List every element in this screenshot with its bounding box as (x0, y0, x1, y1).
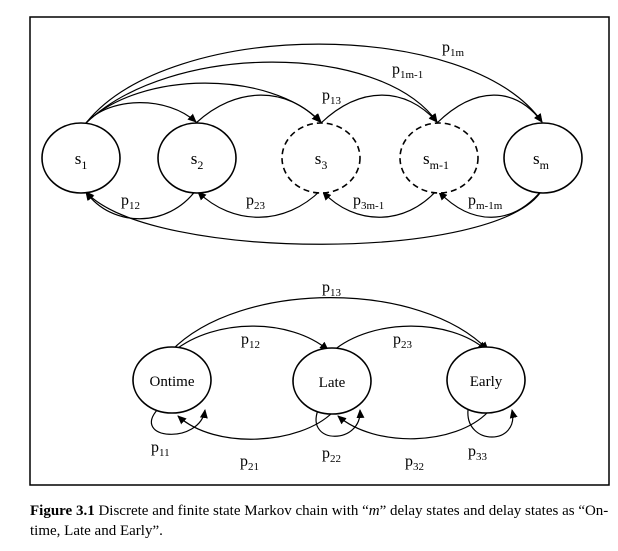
svg-text:s3: s3 (315, 149, 328, 172)
svg-text:Late: Late (319, 375, 346, 391)
edge-sm1-s3 (322, 189, 438, 218)
svg-text:sm-1: sm-1 (423, 149, 449, 172)
edge-s2-s3 (195, 94, 321, 124)
edge-label-p1m-1: p1m-1 (392, 61, 423, 81)
svg-text:Ontime: Ontime (150, 374, 195, 390)
edge-late-ontime (177, 411, 334, 440)
edge-label-p13: p13 (322, 87, 342, 107)
edge-label-p3m-1: p3m-1 (353, 192, 384, 212)
edge-label-p33: p33 (468, 443, 488, 463)
self-loop-early (467, 409, 518, 438)
edge-sm1-sm (436, 94, 543, 124)
caption-text-end: ” delay states and delay states as “On-t… (30, 503, 609, 539)
svg-text:Early: Early (470, 374, 503, 390)
edge-s1-sm1 (85, 61, 438, 124)
state-sm-1: sm-1 (399, 122, 479, 194)
edge-early-late (337, 411, 489, 440)
self-loop-late (315, 409, 365, 437)
state-sm: sm (503, 122, 583, 194)
edge-late-early (332, 325, 487, 352)
edge-sm-sm1 (438, 189, 543, 218)
bottom-chain: Ontime Late Early p13 p12 p23 p11 p21 p2… (132, 279, 526, 473)
state-s2: s2 (157, 122, 237, 194)
svg-text:sm: sm (533, 149, 550, 172)
edge-ontime-early (170, 297, 489, 352)
edge-s2-s1 (85, 189, 197, 220)
edge-s1-s2 (85, 102, 197, 124)
edge-s1-sm (85, 43, 543, 124)
markov-chain-figure: s1 s2 s3 sm-1 sm (29, 16, 610, 486)
edge-label-p22: p22 (322, 445, 341, 465)
edge-label-p12: p12 (121, 192, 140, 212)
svg-text:s2: s2 (191, 149, 204, 172)
state-early: Early (446, 346, 526, 414)
edge-label-p23: p23 (246, 192, 266, 212)
edge-label-pm-1m: pm-1m (468, 192, 503, 212)
edge-ontime-late (173, 325, 329, 352)
edge-label-p21: p21 (240, 453, 259, 473)
state-late: Late (292, 347, 372, 415)
state-ontime: Ontime (132, 346, 212, 414)
edge-s3-s2 (197, 189, 322, 218)
top-chain: s1 s2 s3 sm-1 sm (41, 39, 583, 245)
edge-label-p23-bottom: p23 (393, 331, 413, 351)
edge-label-p32: p32 (405, 453, 424, 473)
figure-caption: Figure 3.1 Discrete and finite state Mar… (30, 501, 615, 541)
state-s1: s1 (41, 122, 121, 194)
figure-number: Figure 3.1 (30, 503, 95, 519)
edge-label-p12-bottom: p12 (241, 331, 260, 351)
edge-label-p1m: p1m (442, 39, 465, 59)
edge-sm-s1 (85, 189, 543, 245)
state-s3: s3 (281, 122, 361, 194)
self-loop-ontime (150, 408, 208, 435)
svg-text:s1: s1 (75, 149, 88, 172)
edge-label-p11: p11 (151, 439, 170, 459)
figure-frame (29, 16, 610, 486)
edge-label-p13-bottom: p13 (322, 279, 342, 299)
caption-text-start: Discrete and finite state Markov chain w… (94, 503, 369, 519)
caption-emphasis: m (368, 503, 380, 519)
edge-s3-sm1 (320, 94, 438, 124)
